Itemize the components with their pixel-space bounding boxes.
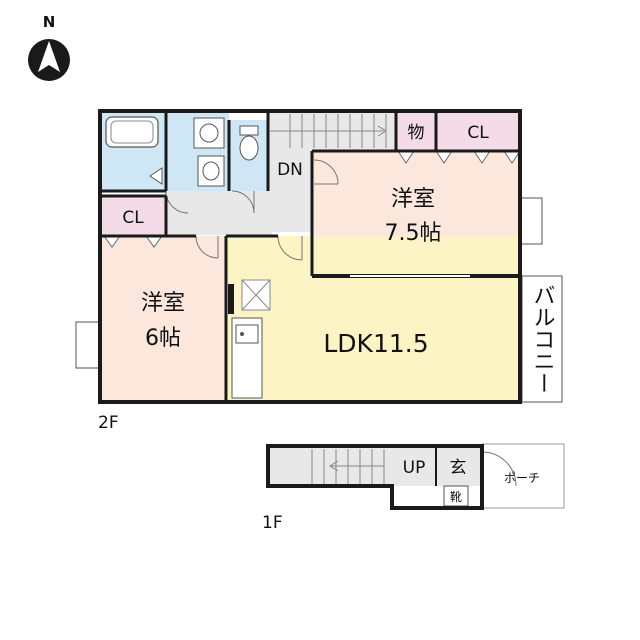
washbasin-icon [197, 155, 225, 187]
storage-fill [396, 111, 436, 151]
window-left [75, 321, 101, 369]
compass-label: N [43, 13, 56, 31]
closet-top-fill [436, 111, 520, 151]
floor-1f-label: 1F [262, 513, 283, 533]
storage-label: 物 [408, 123, 425, 143]
kitchen-sink-icon [235, 324, 259, 344]
bedroom-small-name: 洋室 [141, 291, 185, 316]
hall-fill [166, 191, 272, 235]
kitchen-pillar [228, 284, 234, 314]
washbasin-bowl [202, 161, 220, 181]
stairs-down-label: DN [277, 160, 303, 180]
toilet-tank-icon [239, 125, 259, 136]
stairs-up-label: UP [403, 458, 426, 478]
closet-left-fill [100, 196, 166, 236]
floor-1f: UP 玄 靴 ポーチ 1F [262, 443, 565, 533]
bath-drain-icon [149, 167, 163, 185]
window-right [519, 197, 543, 245]
balcony-label: バルコニー [530, 284, 555, 394]
outer-wall-1f [266, 444, 484, 510]
outer-wall-2f [98, 109, 522, 404]
kitchen-counter-fill [231, 317, 263, 399]
shoe-box-label: 靴 [450, 490, 462, 504]
floor-2f-label: 2F [98, 413, 119, 433]
bedroom-small-fill [100, 236, 226, 402]
bathtub-inner [110, 120, 154, 144]
balcony-outline [521, 275, 563, 403]
bathtub-icon [105, 116, 159, 148]
bedroom-small-size: 6帖 [145, 326, 181, 351]
closet-left-label: CL [122, 208, 144, 228]
stair-treads-bottom [311, 449, 385, 484]
toilet-icon [239, 135, 259, 161]
compass: N [28, 13, 70, 81]
shaft-cross-b [241, 279, 271, 311]
entrance-label: 玄 [450, 458, 467, 478]
closet-top-label: CL [467, 123, 489, 143]
north-arrow-icon [38, 41, 60, 72]
entrance-door-swing [481, 451, 517, 487]
floor-2f: 物 CL CL DN 洋室 7.5帖 洋室 6帖 LDK11.5 バルコニー 2… [75, 109, 563, 433]
porch-label: ポーチ [504, 471, 540, 485]
ldk-label: LDK11.5 [323, 329, 428, 358]
washing-machine-icon [193, 117, 225, 149]
bedroom-large-name: 洋室 [391, 187, 435, 212]
closet-door-marks [103, 150, 521, 248]
kitchen-faucet [240, 332, 244, 336]
interior-walls-2f [100, 111, 520, 402]
bedroom-large-size: 7.5帖 [385, 221, 442, 246]
washing-machine-drum [199, 123, 219, 143]
stair-treads-top [270, 114, 387, 148]
ldk-fill [228, 236, 520, 402]
